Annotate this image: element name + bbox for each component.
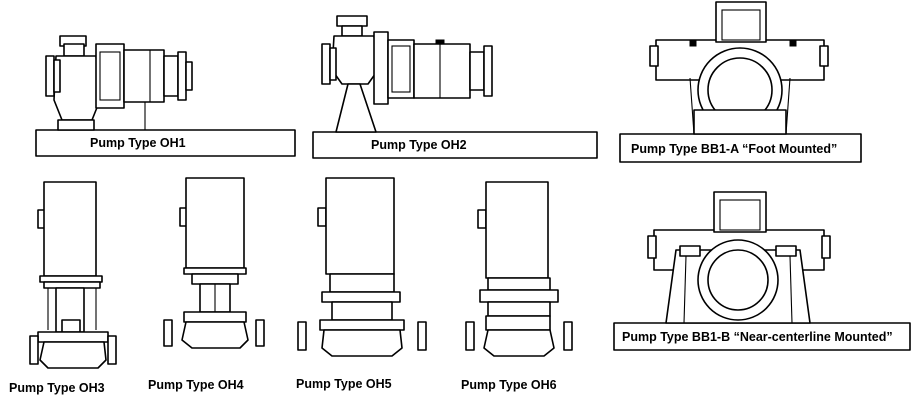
pump-bb1a-label: Pump Type BB1-A “Foot Mounted” (631, 142, 837, 156)
pump-oh5-drawing (297, 177, 427, 357)
pump-oh5-label: Pump Type OH5 (296, 377, 392, 391)
pump-bb1b-drawing (613, 191, 911, 351)
pump-oh1-label: Pump Type OH1 (90, 136, 186, 150)
pump-oh4-label: Pump Type OH4 (148, 378, 244, 392)
pump-oh2-drawing (312, 15, 598, 159)
pump-oh2-label: Pump Type OH2 (371, 138, 467, 152)
pump-oh3-label: Pump Type OH3 (9, 381, 105, 395)
pump-oh6-drawing (465, 181, 573, 357)
pump-oh3-drawing (29, 181, 117, 369)
pump-oh1-drawing (35, 35, 296, 157)
pump-bb1b-label: Pump Type BB1-B “Near-centerline Mounted… (622, 330, 893, 344)
pump-bb1a-drawing (619, 1, 862, 163)
pump-oh4-drawing (163, 177, 265, 349)
pump-oh6-label: Pump Type OH6 (461, 378, 557, 392)
